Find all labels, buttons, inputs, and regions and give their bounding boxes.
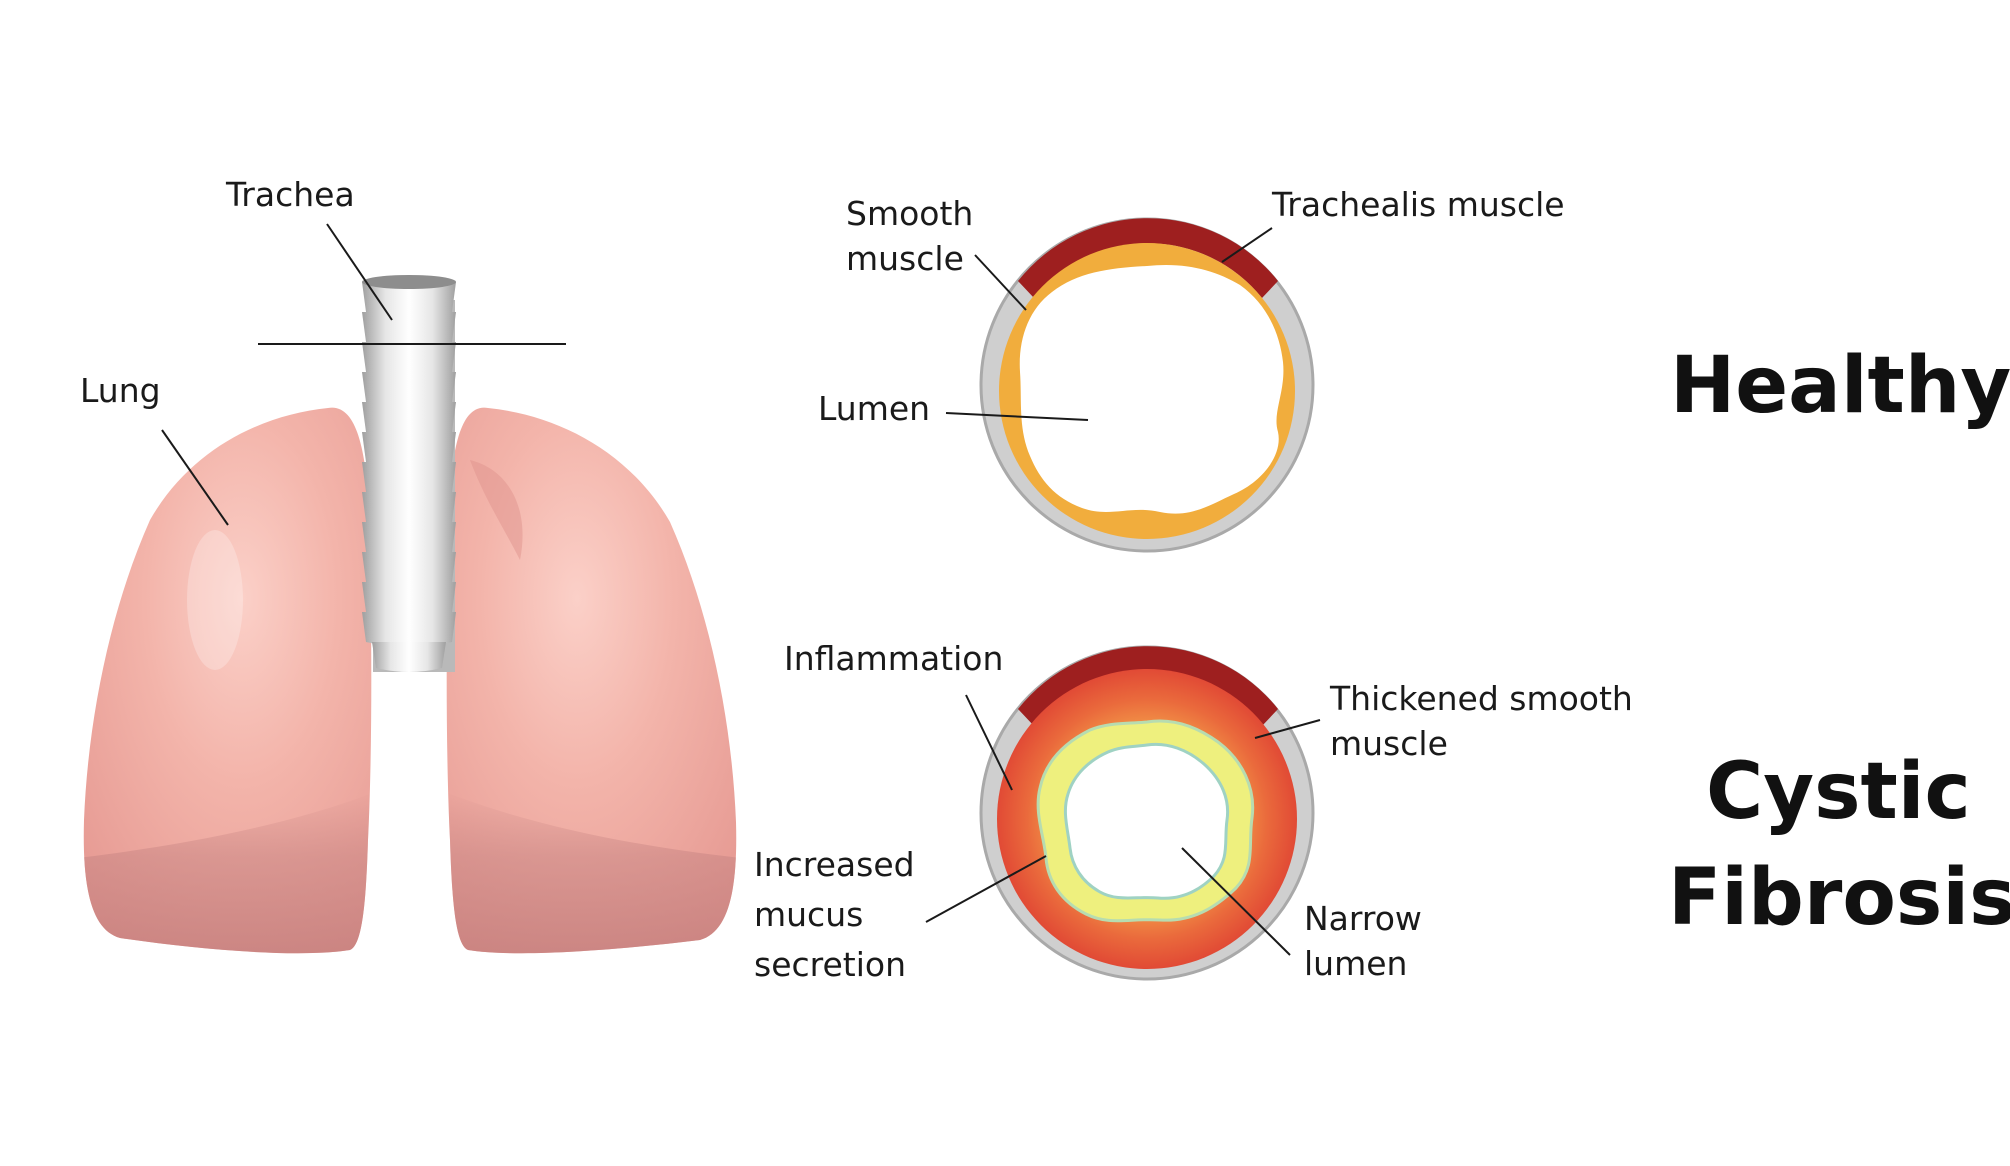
left-lung <box>60 408 380 980</box>
trachealis-muscle-label: Trachealis muscle <box>1271 185 1565 224</box>
healthy-lumen <box>1020 265 1284 514</box>
increased-mucus-label-line2: mucus <box>754 895 863 934</box>
lung-label: Lung <box>80 371 161 410</box>
trachea-leader <box>327 224 392 320</box>
thickened-smooth-muscle-label-line1: Thickened smooth <box>1329 679 1633 718</box>
healthy-title: Healthy <box>1670 341 2010 431</box>
cf-narrow-lumen <box>1065 744 1227 898</box>
healthy-airway-cross-section <box>981 218 1313 551</box>
right-lung <box>440 408 760 980</box>
cystic-fibrosis-title-line2: Fibrosis <box>1668 853 2010 943</box>
trachea-label: Trachea <box>225 175 355 214</box>
smooth-muscle-label-line1: Smooth <box>846 194 973 233</box>
thickened-smooth-muscle-label-line2: muscle <box>1330 724 1448 763</box>
smooth-muscle-label-line2: muscle <box>846 239 964 278</box>
narrow-lumen-label-line1: Narrow <box>1304 899 1422 938</box>
narrow-lumen-label-line2: lumen <box>1304 944 1407 983</box>
cystic-fibrosis-title-line1: Cystic <box>1706 747 1971 837</box>
increased-mucus-label-line1: Increased <box>754 845 915 884</box>
inflammation-label: Inflammation <box>784 639 1003 678</box>
lumen-label: Lumen <box>818 389 930 428</box>
trachea-rings <box>362 282 456 672</box>
trachea <box>362 275 456 672</box>
lungs-illustration <box>60 275 760 980</box>
increased-mucus-label-line3: secretion <box>754 945 906 984</box>
